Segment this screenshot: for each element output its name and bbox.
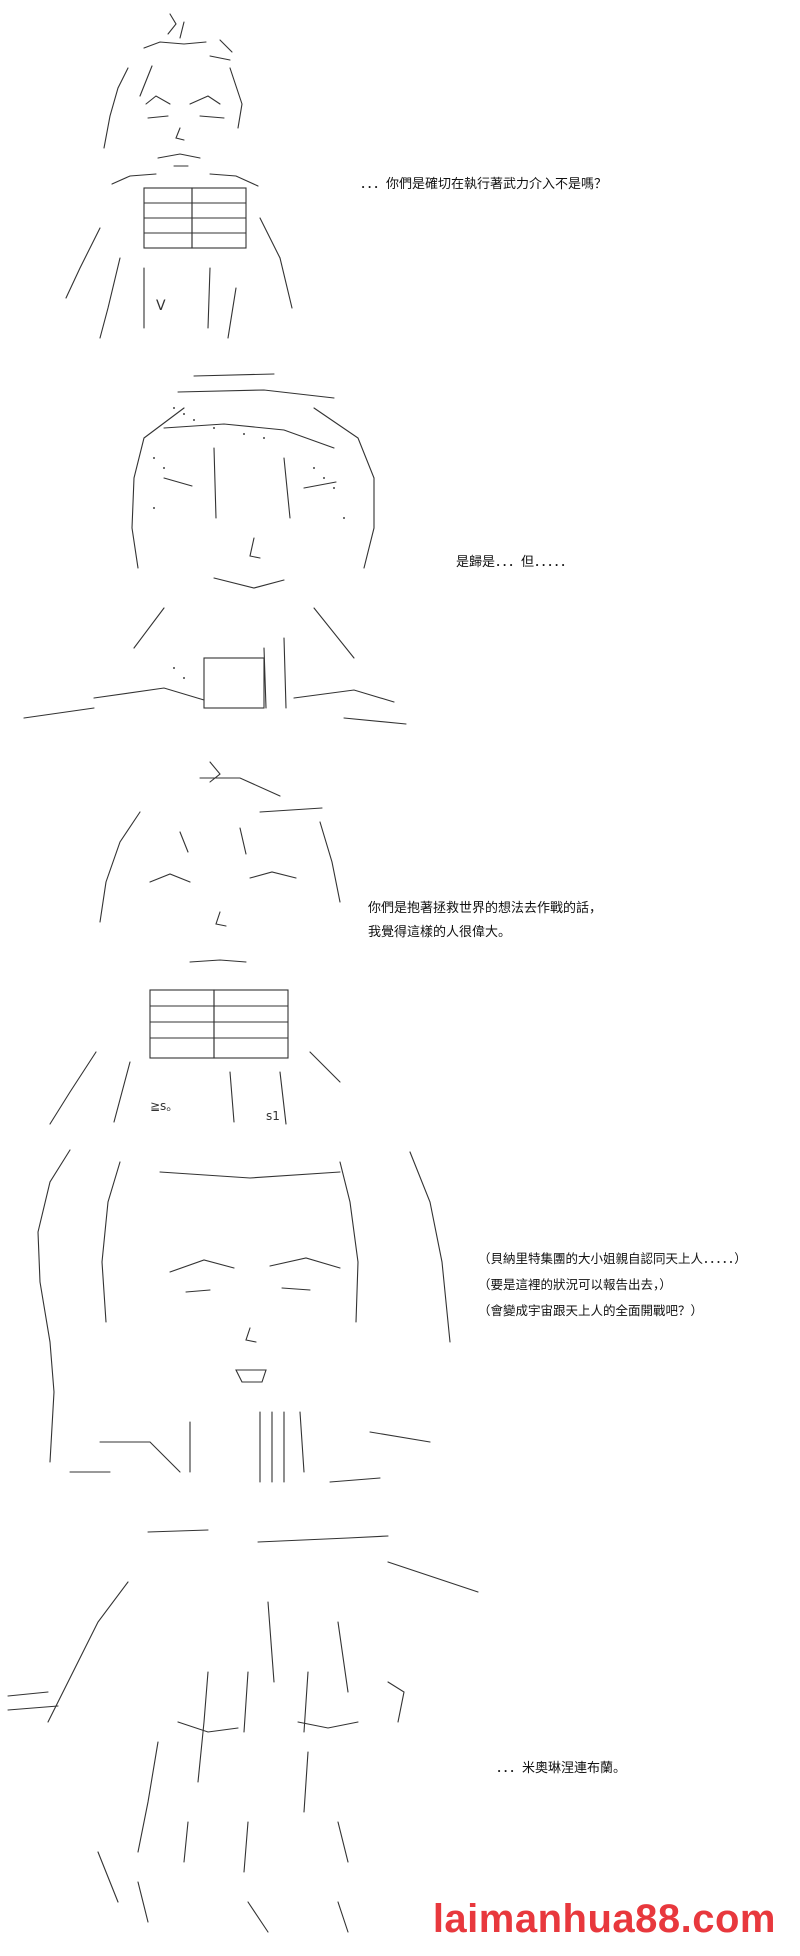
svg-text:V: V [156, 298, 166, 314]
ascii-art-character-3: ≧s。 s1 [49, 761, 341, 1125]
panel-1: V ．．．你們是確切在執行著武力介入不是嗎？ [0, 0, 800, 360]
dialog-line: （要是這裡的狀況可以報告出去，） [478, 1277, 672, 1292]
ascii-art-character-1: V [65, 13, 293, 339]
dialog-line: 我覺得這樣的人很偉大。 [368, 925, 512, 940]
panel-5: ．．．米奧琳涅連布蘭。 laimanhua88.com [0, 1512, 800, 1956]
panel-2: 是歸是．．．但．．．．． [0, 360, 800, 740]
dialog-line: （會變成宇宙跟天上人的全面開戰吧？） [478, 1303, 704, 1318]
panel-4: （貝納里特集團的大小姐親自認同天上人．．．．．） （要是這裡的狀況可以報告出去，… [0, 1132, 800, 1512]
dialog-line: ．．．你們是確切在執行著武力介入不是嗎？ [360, 177, 608, 192]
dialog-line: 你們是抱著拯救世界的想法去作戰的話， [368, 901, 603, 916]
svg-text:s1: s1 [266, 1109, 280, 1123]
dialog-line: 是歸是．．．但．．．．． [456, 555, 574, 570]
ascii-art-character-5 [7, 1529, 479, 1933]
ascii-art-character-4 [37, 1149, 451, 1483]
dialog-line: ．．．米奧琳涅連布蘭。 [496, 1761, 627, 1776]
dialog-line: （貝納里特集團的大小姐親自認同天上人．．．．．） [478, 1251, 747, 1266]
svg-text:≧s。: ≧s。 [150, 1099, 178, 1113]
ascii-art-character-2 [23, 373, 407, 725]
panel-3: ≧s。 s1 你們是抱著拯救世界的想法去作戰的話， 我覺得這樣的人很偉大。 [0, 740, 800, 1132]
watermark: laimanhua88.com [432, 1897, 776, 1941]
